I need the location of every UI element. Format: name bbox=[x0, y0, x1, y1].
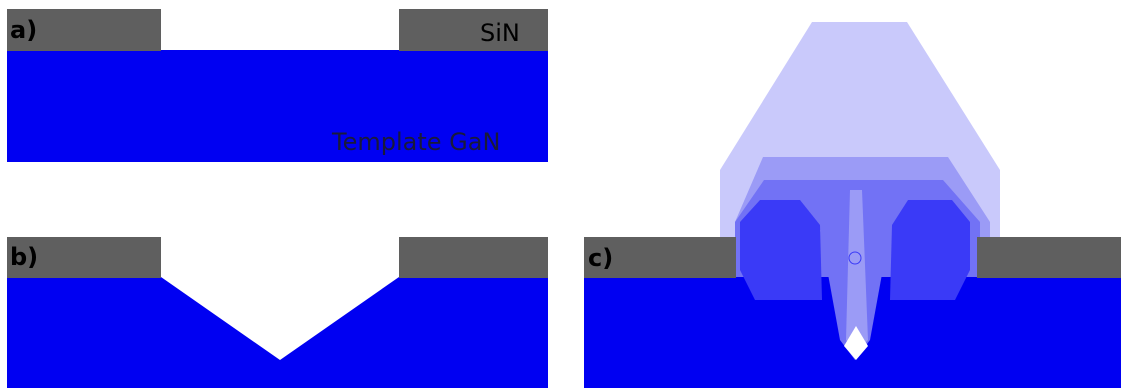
panel-a-label: a) bbox=[10, 16, 37, 44]
sin-mask-right bbox=[399, 237, 548, 278]
sin-mask-right bbox=[399, 9, 548, 51]
sin-mask-left bbox=[584, 237, 736, 278]
sin-mask-left bbox=[7, 9, 161, 51]
gan-etched-layer bbox=[7, 277, 548, 388]
panel-a: a) SiN Template GaN bbox=[7, 9, 548, 162]
sin-mask-left bbox=[7, 237, 161, 278]
groove-inner-streak bbox=[846, 190, 868, 352]
panel-b-label: b) bbox=[10, 243, 38, 271]
gan-template-layer bbox=[7, 50, 548, 162]
panel-c: c) bbox=[584, 22, 1121, 388]
panel-c-label: c) bbox=[588, 244, 613, 272]
groove-void bbox=[844, 326, 868, 360]
regrowth-right-block bbox=[890, 200, 970, 300]
panel-b: b) bbox=[7, 237, 548, 388]
template-gan-label: Template GaN bbox=[331, 128, 500, 156]
regrowth-left-block bbox=[740, 200, 822, 300]
sin-label: SiN bbox=[480, 19, 520, 47]
dislocation-marker bbox=[848, 251, 862, 265]
sin-mask-right bbox=[977, 237, 1121, 278]
